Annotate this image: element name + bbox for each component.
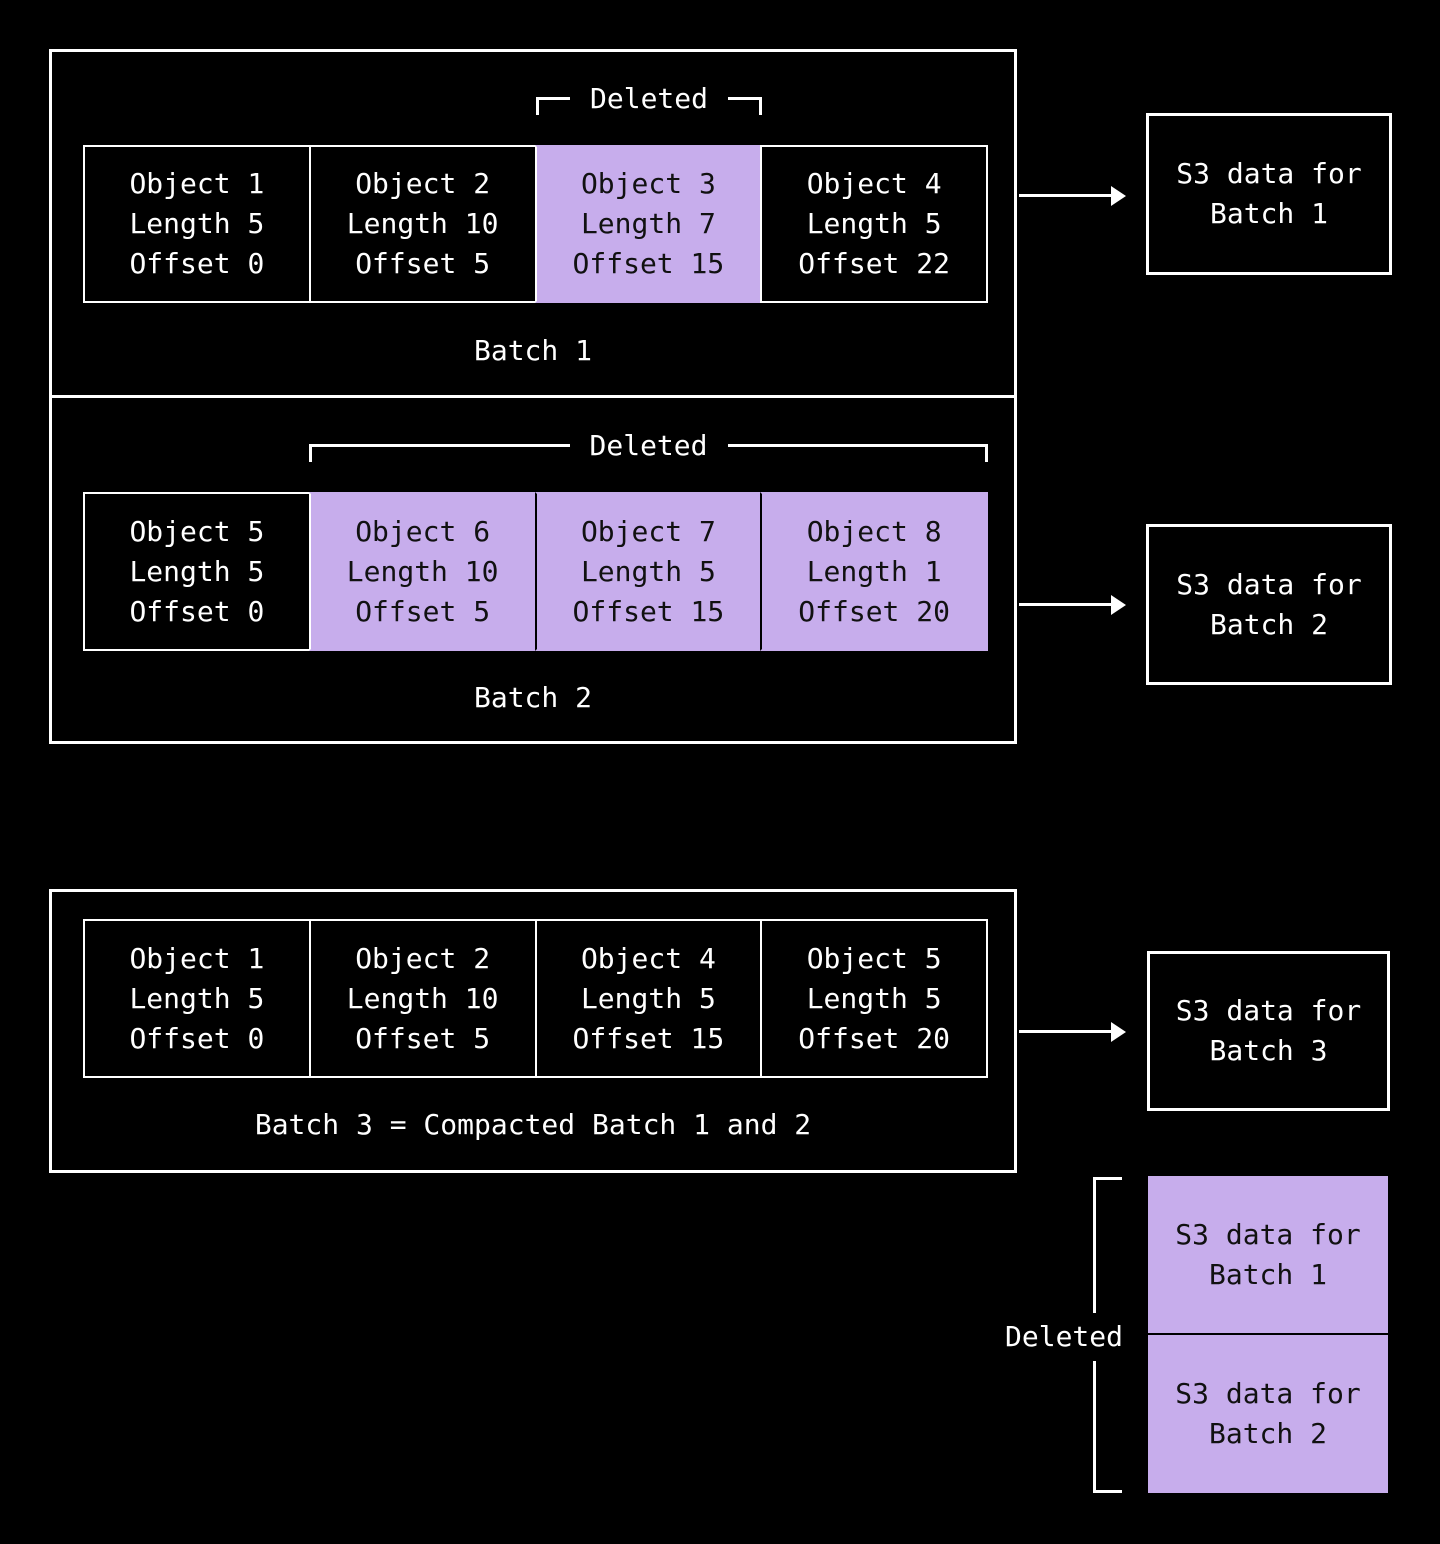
batch1-deleted-bracket: Deleted: [536, 79, 762, 119]
batch2-object5-cell: Object 5 Length 5 Offset 0: [83, 492, 311, 651]
batch3-object1-cell: Object 1 Length 5 Offset 0: [83, 919, 311, 1078]
object-offset: Offset 5: [355, 594, 491, 628]
object-name: Object 5: [129, 514, 265, 548]
s3-box-line1: S3 data for: [1175, 1217, 1361, 1251]
object-name: Object 6: [355, 514, 491, 548]
object-name: Object 4: [580, 941, 716, 975]
object-length: Length 5: [580, 981, 716, 1015]
s3-batch1-deleted-box: S3 data for Batch 1: [1148, 1176, 1388, 1333]
arrow-batch1-to-s3-icon: [1019, 194, 1111, 197]
batch2-container: Deleted Object 5 Length 5 Offset 0 Objec…: [49, 395, 1017, 744]
object-offset: Offset 20: [798, 1021, 950, 1055]
s3-box-line1: S3 data for: [1175, 994, 1362, 1027]
s3-batch1-box: S3 data for Batch 1: [1146, 113, 1392, 275]
object-name: Object 2: [355, 167, 491, 200]
object-name: Object 7: [580, 514, 716, 548]
object-name: Object 5: [806, 941, 942, 975]
object-offset: Offset 20: [798, 594, 950, 628]
object-offset: Offset 15: [572, 247, 725, 280]
object-name: Object 1: [129, 167, 265, 200]
batch1-object1-cell: Object 1 Length 5 Offset 0: [83, 145, 311, 303]
batch3-object2-cell: Object 2 Length 10 Offset 5: [308, 919, 537, 1078]
object-name: Object 8: [806, 514, 942, 548]
object-offset: Offset 5: [355, 247, 491, 280]
s3-box-line2: Batch 3: [1209, 1034, 1328, 1067]
s3-box-line2: Batch 1: [1209, 197, 1328, 230]
s3-box-line2: Batch 1: [1208, 1257, 1327, 1291]
object-length: Length 5: [806, 981, 942, 1015]
object-length: Length 5: [129, 981, 265, 1015]
s3-batch2-deleted-box: S3 data for Batch 2: [1148, 1333, 1388, 1493]
batch3-object4-cell: Object 4 Length 5 Offset 15: [534, 919, 763, 1078]
batch1-deleted-label: Deleted: [569, 79, 729, 119]
object-name: Object 1: [129, 941, 265, 975]
object-offset: Offset 15: [572, 594, 725, 628]
object-offset: Offset 0: [129, 594, 265, 628]
batch3-container: Object 1 Length 5 Offset 0 Object 2 Leng…: [49, 889, 1017, 1173]
batch1-object4-cell: Object 4 Length 5 Offset 22: [760, 145, 988, 303]
object-offset: Offset 5: [355, 1021, 491, 1055]
object-length: Length 10: [346, 981, 499, 1015]
object-name: Object 2: [355, 941, 491, 975]
batch2-object8-cell-deleted: Object 8 Length 1 Offset 20: [760, 492, 988, 651]
object-name: Object 3: [580, 167, 716, 200]
batch1-container: Deleted Object 1 Length 5 Offset 0 Objec…: [49, 49, 1017, 398]
batch1-object2-cell: Object 2 Length 10 Offset 5: [308, 145, 537, 303]
batch2-object7-cell-deleted: Object 7 Length 5 Offset 15: [534, 492, 763, 651]
s3-box-line1: S3 data for: [1175, 1377, 1361, 1410]
batch2-cells: Object 5 Length 5 Offset 0 Object 6 Leng…: [83, 492, 988, 651]
s3-batch3-box: S3 data for Batch 3: [1147, 951, 1390, 1111]
object-length: Length 5: [580, 554, 716, 588]
batch2-caption: Batch 2: [473, 681, 592, 714]
batch3-cells: Object 1 Length 5 Offset 0 Object 2 Leng…: [83, 919, 988, 1078]
object-length: Length 7: [580, 207, 716, 240]
object-length: Length 5: [806, 207, 942, 240]
arrow-batch3-to-s3-icon: [1019, 1030, 1111, 1033]
object-length: Length 5: [129, 554, 265, 588]
s3-box-line2: Batch 2: [1209, 607, 1328, 641]
object-offset: Offset 22: [798, 247, 950, 280]
object-length: Length 1: [806, 554, 942, 588]
s3-box-line1: S3 data for: [1176, 157, 1362, 190]
batch3-object5-cell: Object 5 Length 5 Offset 20: [760, 919, 988, 1078]
batch1-cells: Object 1 Length 5 Offset 0 Object 2 Leng…: [83, 145, 988, 303]
batch2-deleted-label: Deleted: [569, 426, 728, 466]
object-offset: Offset 0: [129, 1021, 265, 1055]
batch1-caption: Batch 1: [473, 334, 592, 367]
object-offset: Offset 0: [129, 247, 265, 280]
batch1-object3-cell-deleted: Object 3 Length 7 Offset 15: [534, 145, 763, 303]
s3-batch2-box: S3 data for Batch 2: [1146, 524, 1392, 685]
batch2-object6-cell-deleted: Object 6 Length 10 Offset 5: [308, 492, 537, 651]
arrow-batch2-to-s3-icon: [1019, 603, 1111, 606]
s3-box-line1: S3 data for: [1176, 567, 1362, 601]
object-length: Length 10: [346, 207, 499, 240]
object-length: Length 5: [129, 207, 265, 240]
batch2-deleted-bracket: Deleted: [309, 426, 988, 466]
object-name: Object 4: [806, 167, 942, 200]
batch3-caption: Batch 3 = Compacted Batch 1 and 2: [254, 1108, 812, 1141]
object-offset: Offset 15: [572, 1021, 725, 1055]
s3-box-line2: Batch 2: [1208, 1417, 1327, 1450]
object-length: Length 10: [346, 554, 499, 588]
deleted-s3-label: Deleted: [1000, 1313, 1128, 1361]
